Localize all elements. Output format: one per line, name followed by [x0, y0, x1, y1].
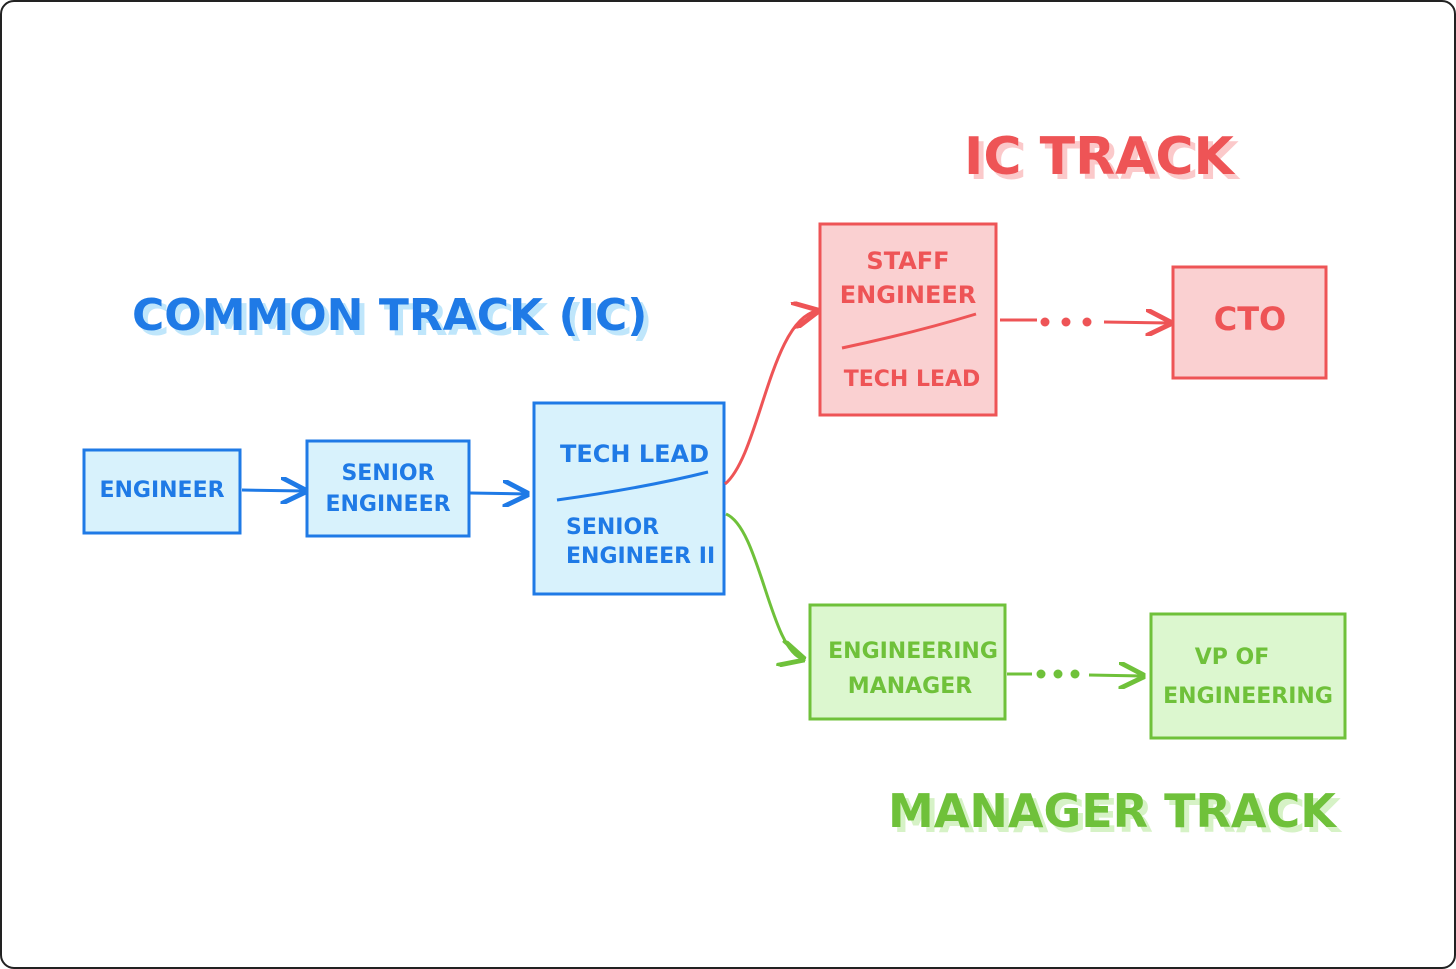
tech-lead-label: TECH LEAD — [560, 440, 709, 468]
arrow-icon — [469, 493, 527, 494]
role-divider — [841, 312, 977, 350]
connectors — [241, 311, 1170, 679]
node-staff-engineer-tech-lead: STAFF ENGINEER TECH LEAD — [818, 222, 998, 417]
svg-text:MANAGER TRACK: MANAGER TRACK — [888, 784, 1338, 838]
staff-engineer-line2: ENGINEER — [840, 281, 976, 309]
vp-of-engineering-line2: ENGINEERING — [1163, 684, 1333, 709]
svg-text:IC TRACK: IC TRACK — [964, 127, 1236, 187]
svg-text:COMMON TRACK (IC): COMMON TRACK (IC) — [132, 290, 647, 341]
node-tech-lead-senior-engineer-ii: TECH LEAD SENIOR ENGINEER II — [532, 401, 726, 596]
senior-engineer-ii-line1: SENIOR — [566, 515, 659, 540]
svg-text:MANAGER TRACK: MANAGER TRACK — [893, 789, 1343, 843]
senior-engineer-ii-line2: ENGINEER II — [566, 544, 715, 569]
arrow-icon — [724, 311, 817, 486]
common-track-title: COMMON TRACK (IC) COMMON TRACK (IC) — [132, 290, 652, 346]
staff-engineer-line1: STAFF — [866, 247, 949, 275]
manager-track-title: MANAGER TRACK MANAGER TRACK — [888, 784, 1343, 843]
ic-track-title: IC TRACK IC TRACK — [964, 127, 1241, 192]
staff-tech-lead-label: TECH LEAD — [844, 367, 981, 392]
arrow-icon — [1103, 322, 1170, 323]
node-engineering-manager: ENGINEERING MANAGER — [808, 603, 1007, 721]
engineering-manager-line2: MANAGER — [848, 674, 972, 699]
node-engineer: ENGINEER — [82, 448, 242, 535]
node-vp-of-engineering: VP OF ENGINEERING — [1149, 612, 1347, 740]
node-senior-engineer: SENIOR ENGINEER — [305, 439, 471, 538]
engineer-label: ENGINEER — [99, 478, 224, 503]
arrow-icon — [1088, 675, 1143, 676]
senior-engineer-label-line1: SENIOR — [341, 461, 434, 486]
svg-text:COMMON TRACK (IC): COMMON TRACK (IC) — [137, 295, 652, 346]
arrow-icon — [725, 512, 803, 659]
vp-of-engineering-line1: VP OF — [1195, 645, 1270, 670]
cto-label: CTO — [1214, 300, 1287, 338]
senior-engineer-label-line2: ENGINEER — [325, 492, 450, 517]
dots-icon — [1040, 317, 1092, 327]
node-cto: CTO — [1171, 265, 1328, 380]
svg-text:IC TRACK: IC TRACK — [969, 132, 1241, 192]
dots-icon — [1036, 669, 1080, 679]
arrow-icon — [241, 490, 305, 491]
engineering-manager-line1: ENGINEERING — [828, 639, 998, 664]
role-divider — [556, 470, 709, 502]
